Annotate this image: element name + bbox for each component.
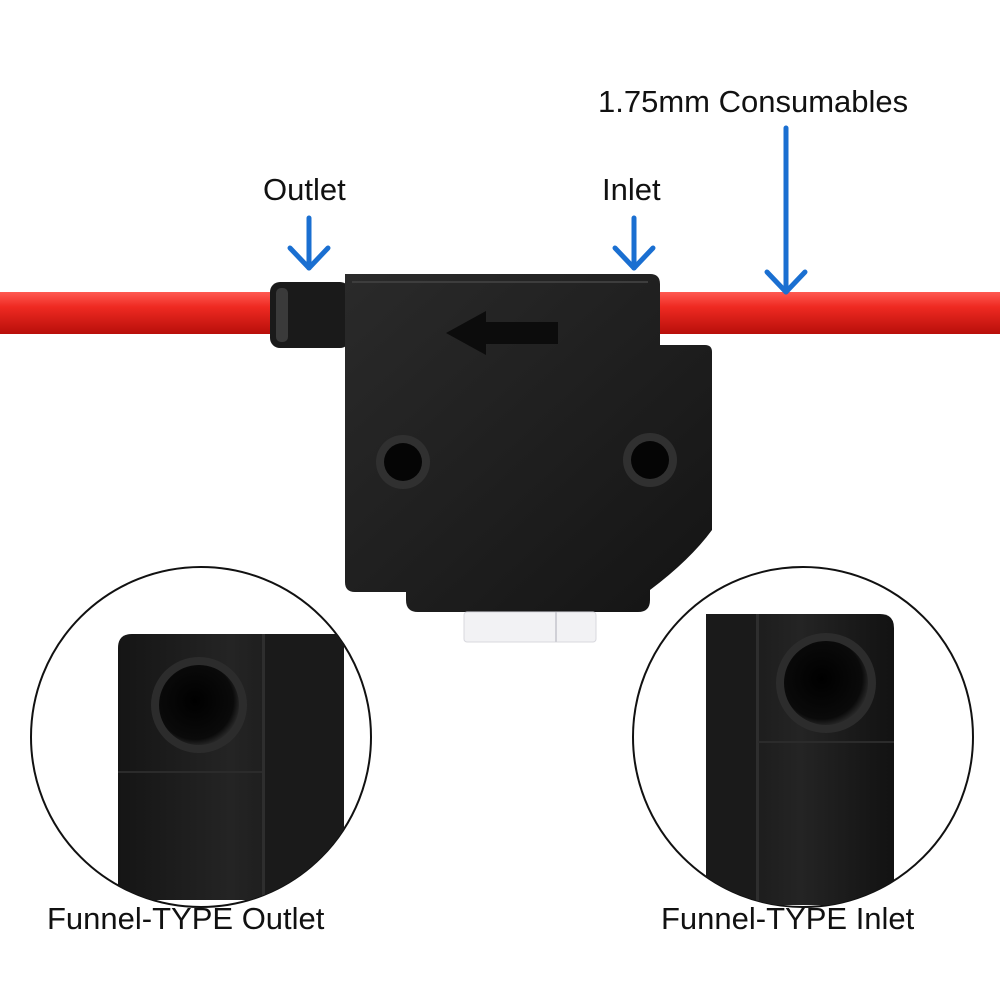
sensor-body bbox=[345, 274, 712, 612]
outlet-nozzle bbox=[270, 282, 350, 348]
down-arrow-icon bbox=[612, 215, 656, 271]
sensor-white-strip bbox=[463, 611, 597, 643]
detail-circle-inlet bbox=[632, 566, 974, 908]
down-arrow-icon bbox=[287, 215, 331, 271]
filament-right bbox=[650, 292, 1000, 334]
mounting-hole-left bbox=[376, 435, 430, 489]
funnel-outlet-caption: Funnel-TYPE Outlet bbox=[47, 901, 325, 936]
funnel-inlet-caption: Funnel-TYPE Inlet bbox=[661, 901, 915, 936]
down-arrow-icon bbox=[764, 125, 808, 295]
filament-left bbox=[0, 292, 290, 334]
consumables-label: 1.75mm Consumables bbox=[598, 84, 909, 119]
mounting-hole-right bbox=[623, 433, 677, 487]
inlet-label: Inlet bbox=[602, 172, 661, 207]
outlet-label: Outlet bbox=[263, 172, 346, 207]
detail-circle-outlet bbox=[30, 566, 372, 908]
left-arrow-icon bbox=[446, 311, 558, 355]
